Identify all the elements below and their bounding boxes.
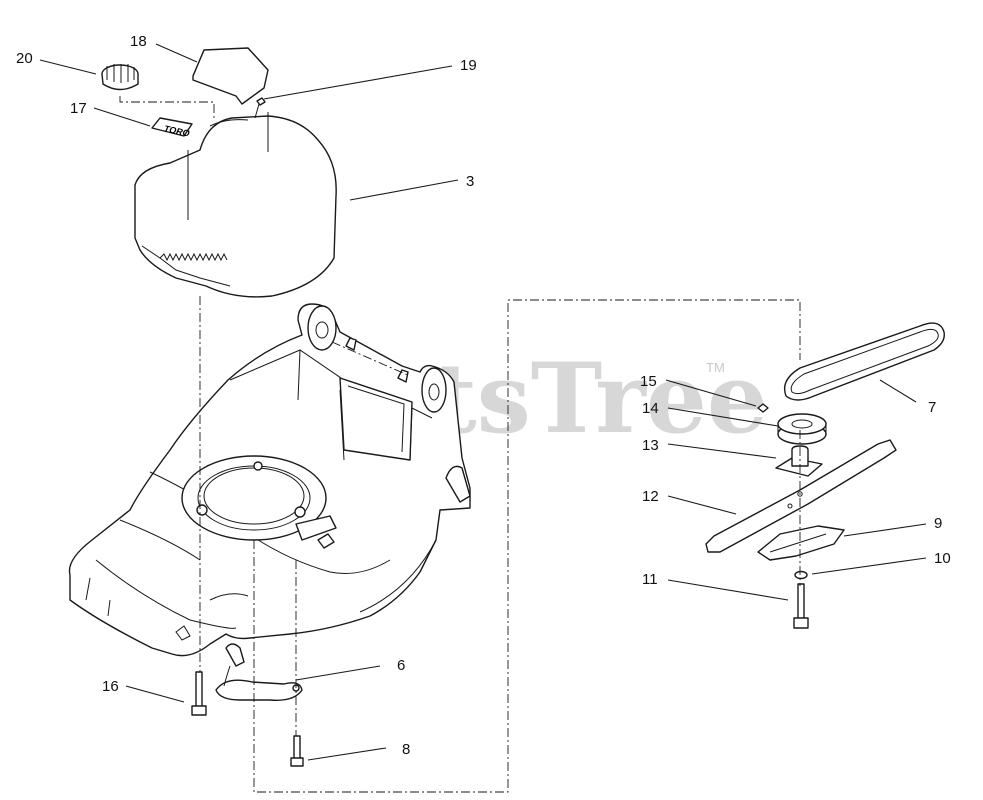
bolt-part-16[interactable] xyxy=(191,671,207,716)
washer-part-10[interactable] xyxy=(794,570,808,580)
callout-14: 14 xyxy=(642,400,659,417)
screw-part-15[interactable] xyxy=(757,403,769,413)
callout-11: 11 xyxy=(642,571,658,588)
callout-18: 18 xyxy=(130,33,147,50)
leader-lines xyxy=(39,43,927,761)
belt-part-7[interactable] xyxy=(783,322,945,401)
callout-17: 17 xyxy=(70,100,87,117)
callout-7: 7 xyxy=(928,399,936,416)
callout-13: 13 xyxy=(642,437,659,454)
air-filter-part-18[interactable] xyxy=(192,47,269,105)
blade-part-12[interactable] xyxy=(705,439,897,553)
callout-3: 3 xyxy=(466,173,474,190)
bracket-part-6[interactable] xyxy=(215,643,303,701)
callout-16: 16 xyxy=(102,678,119,695)
callout-12: 12 xyxy=(642,488,659,505)
decal-part-17[interactable]: TORO xyxy=(151,117,193,139)
watermark-tm: TM xyxy=(706,360,725,375)
screw-part-19[interactable] xyxy=(254,97,266,119)
callout-9: 9 xyxy=(934,515,942,532)
callout-20: 20 xyxy=(16,50,33,67)
callout-labels: 20 18 19 17 3 15 14 7 13 12 9 10 11 16 6… xyxy=(16,33,951,758)
callout-8: 8 xyxy=(402,741,410,758)
bolt-part-11[interactable] xyxy=(793,583,809,629)
pulley-part-14[interactable] xyxy=(777,413,827,445)
bolt-part-8[interactable] xyxy=(290,735,304,767)
mower-deck[interactable] xyxy=(68,303,471,657)
callout-15: 15 xyxy=(640,373,657,390)
callout-10: 10 xyxy=(934,550,951,567)
adapter-part-13[interactable] xyxy=(775,445,823,477)
engine-part-3[interactable] xyxy=(134,112,337,298)
blade-part-9[interactable] xyxy=(757,525,845,561)
fuel-cap-part-20[interactable] xyxy=(101,64,139,91)
callout-6: 6 xyxy=(397,657,405,674)
callout-19: 19 xyxy=(460,57,477,74)
